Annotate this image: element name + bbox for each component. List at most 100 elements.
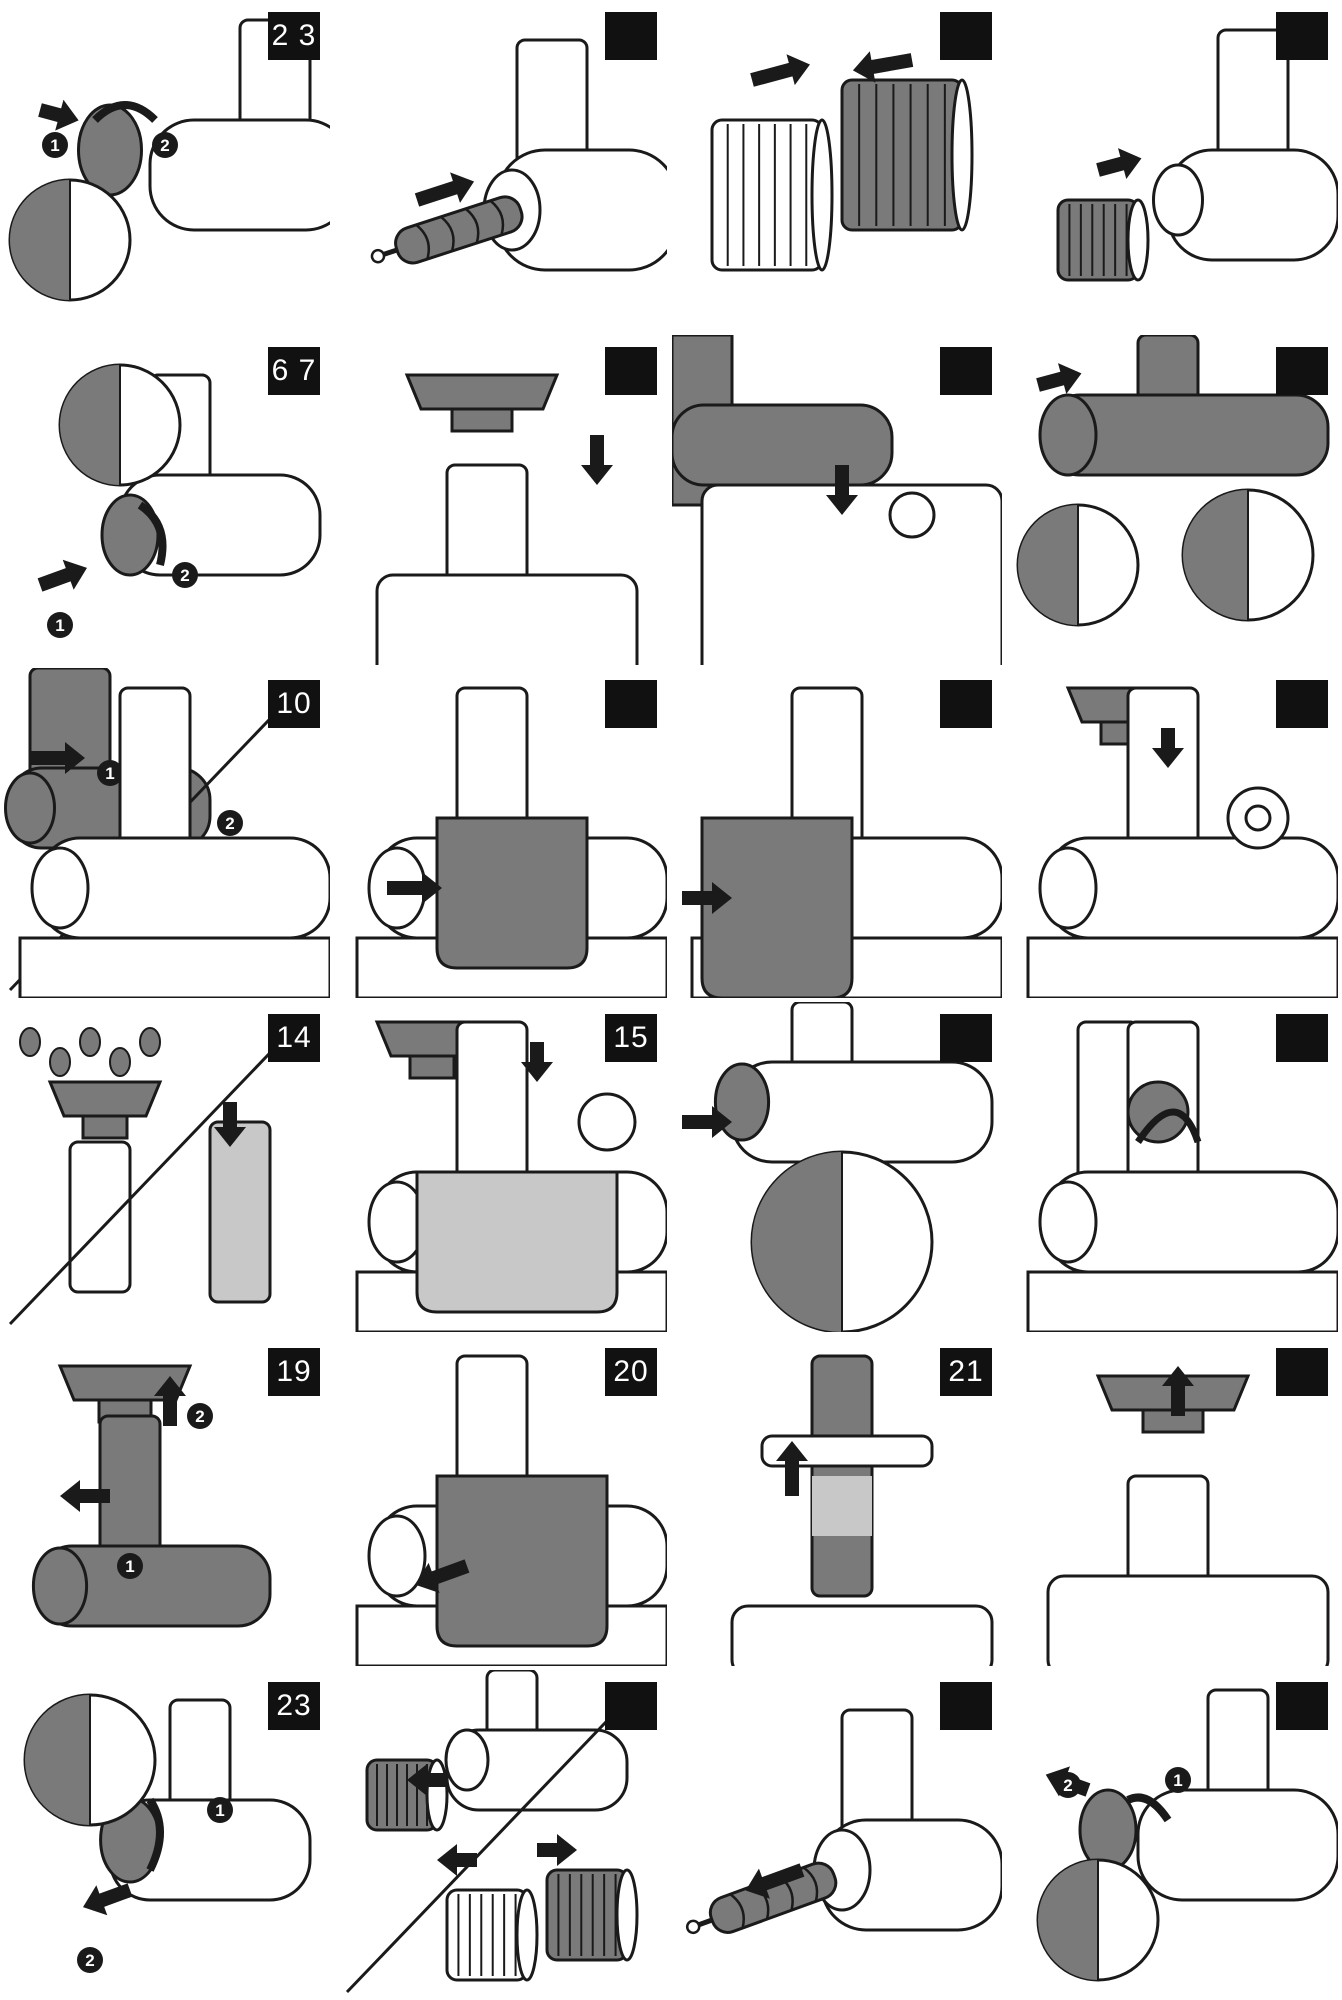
reverse-icon xyxy=(577,1092,637,1152)
step-illustration xyxy=(710,51,974,272)
arrow-icon xyxy=(214,1102,246,1147)
step-number-badge: 20 xyxy=(605,1348,657,1396)
arrow-icon xyxy=(414,172,475,207)
step-illustration xyxy=(355,1020,667,1332)
step-panel xyxy=(337,0,667,330)
step-dot xyxy=(217,810,243,836)
arrow-icon xyxy=(30,742,85,774)
arrow-icon xyxy=(1162,1366,1194,1416)
arrow-icon xyxy=(437,1844,477,1876)
arrow-icon xyxy=(745,1863,805,1899)
step-number-badge xyxy=(940,12,992,60)
step-illustration xyxy=(375,373,639,665)
step-panel xyxy=(1008,335,1338,665)
step-illustration xyxy=(8,1027,292,1326)
arrow-icon xyxy=(1096,148,1142,179)
step-illustration xyxy=(355,1354,667,1666)
step-number-badge xyxy=(940,1682,992,1730)
step-panel xyxy=(1008,0,1338,330)
step-number-badge xyxy=(1276,1348,1328,1396)
arrow-icon xyxy=(750,54,810,87)
step-illustration xyxy=(1046,1366,1330,1666)
svg-text:1: 1 xyxy=(55,616,64,635)
step-panel xyxy=(1008,1336,1338,1666)
step-panel xyxy=(672,1670,1002,2000)
step-panel xyxy=(672,1002,1002,1332)
step-panel xyxy=(1008,668,1338,998)
arrow-icon xyxy=(387,872,442,904)
step-number-badge xyxy=(605,12,657,60)
arrow-icon xyxy=(1152,728,1184,768)
step-number-badge xyxy=(1276,347,1328,395)
step-illustration xyxy=(355,686,667,998)
arrow-icon xyxy=(83,1883,133,1916)
step-number-badge: 19 xyxy=(268,1348,320,1396)
step-illustration xyxy=(682,1002,994,1332)
step-panel: 1 2 19 xyxy=(0,1336,330,1666)
step-number-badge xyxy=(940,347,992,395)
step-panel: 20 xyxy=(337,1336,667,1666)
svg-text:2: 2 xyxy=(85,1951,94,1970)
arrow-icon xyxy=(1036,363,1082,394)
step-panel xyxy=(672,668,1002,998)
step-dot xyxy=(1165,1767,1191,1793)
step-panel xyxy=(337,668,667,998)
svg-text:2: 2 xyxy=(1063,1776,1072,1795)
step-dot xyxy=(172,562,198,588)
step-dot xyxy=(47,612,73,638)
step-number-badge: 21 xyxy=(940,1348,992,1396)
step-number-badge xyxy=(940,680,992,728)
step-illustration xyxy=(370,38,667,272)
step-panel xyxy=(337,1670,667,2000)
step-illustration: 12 xyxy=(4,668,330,998)
arrow-icon xyxy=(60,1480,110,1512)
arrow-icon xyxy=(407,1764,447,1796)
step-illustration xyxy=(1016,335,1330,627)
arrow-icon xyxy=(581,435,613,485)
step-dot xyxy=(77,1947,103,1973)
step-number-badge xyxy=(605,680,657,728)
step-illustration xyxy=(685,1708,1002,1935)
step-panel xyxy=(337,335,667,665)
step-illustration xyxy=(1026,686,1338,998)
svg-text:1: 1 xyxy=(125,1557,134,1576)
step-illustration xyxy=(682,686,1002,998)
power-icon xyxy=(1226,786,1290,850)
step-number-badge: 2 3 xyxy=(268,12,320,60)
step-number-badge: 10 xyxy=(268,680,320,728)
step-dot xyxy=(187,1403,213,1429)
arrow-icon xyxy=(776,1441,808,1496)
svg-text:2: 2 xyxy=(195,1407,204,1426)
arrow-icon xyxy=(537,1834,577,1866)
arrow-icon xyxy=(826,465,858,515)
step-illustration xyxy=(345,1670,639,1994)
svg-text:1: 1 xyxy=(215,1801,224,1820)
step-panel xyxy=(672,335,1002,665)
step-number-badge: 14 xyxy=(268,1014,320,1062)
step-number-badge xyxy=(1276,1014,1328,1062)
step-number-badge xyxy=(1276,1682,1328,1730)
step-illustration xyxy=(1026,1020,1338,1332)
step-panel xyxy=(672,0,1002,330)
svg-text:1: 1 xyxy=(1173,1771,1182,1790)
svg-text:1: 1 xyxy=(105,764,114,783)
arrow-icon xyxy=(521,1042,553,1082)
svg-text:1: 1 xyxy=(50,136,59,155)
step-panel xyxy=(1008,1002,1338,1332)
svg-text:2: 2 xyxy=(180,566,189,585)
step-number-badge xyxy=(1276,12,1328,60)
step-number-badge xyxy=(605,347,657,395)
step-number-badge: 15 xyxy=(605,1014,657,1062)
arrow-icon xyxy=(37,559,87,592)
step-illustration xyxy=(730,1354,994,1666)
arrow-icon xyxy=(682,882,732,914)
step-panel: 15 xyxy=(337,1002,667,1332)
svg-text:2: 2 xyxy=(225,814,234,833)
step-dot xyxy=(1055,1772,1081,1798)
